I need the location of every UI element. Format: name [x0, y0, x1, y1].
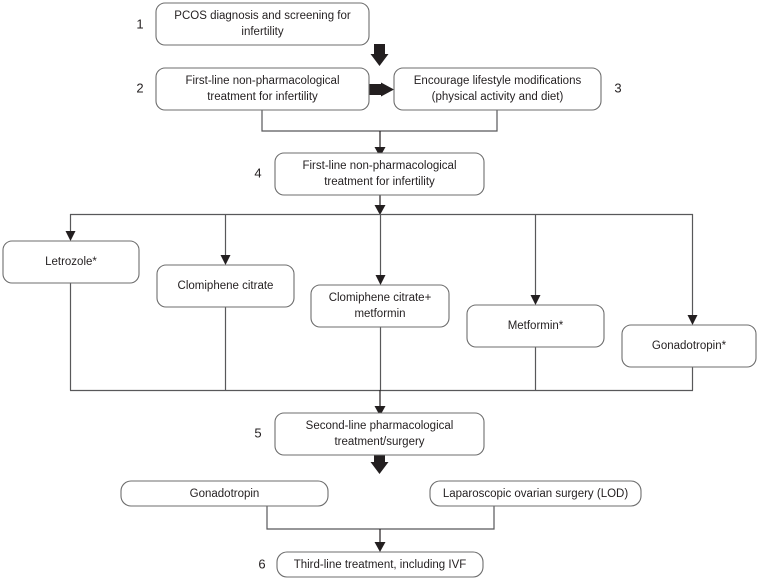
node-pcos-screening-line1: PCOS diagnosis and screening for	[174, 10, 351, 22]
node-lod-box	[429, 480, 642, 507]
node-metformin-box	[466, 304, 605, 348]
connector-step2-step3-to-step4	[261, 110, 498, 157]
node-second-line-treatment[interactable]: Second-line pharmacological treatment/su…	[274, 412, 485, 456]
node-third-line-treatment-box	[276, 551, 484, 578]
step-number-2: 2	[136, 80, 143, 95]
node-gonadotropin-star-label: Gonadotropin*	[652, 340, 727, 352]
node-letrozole-box	[2, 240, 140, 284]
connector-bar-to-gonadotropin-star	[687, 214, 698, 325]
connector-bar-to-metformin	[530, 214, 541, 305]
step-number-4: 4	[254, 165, 261, 180]
node-lod-label: Laparoscopic ovarian surgery (LOD)	[443, 488, 629, 500]
connector-secondline-options-to-step6	[266, 506, 495, 552]
connector-bar-to-clomiphene-metformin	[375, 214, 386, 285]
node-first-line-nonpharm-a-line1: First-line non-pharmacological	[185, 75, 339, 87]
connector-step1-to-step2	[370, 44, 389, 66]
node-laparoscopic-ovarian-surgery[interactable]: Laparoscopic ovarian surgery (LOD)	[429, 480, 642, 507]
node-lifestyle-modifications-box	[393, 67, 602, 111]
connector-step2-to-step3	[367, 82, 394, 97]
step-number-1: 1	[136, 16, 143, 31]
node-metformin[interactable]: Metformin*	[466, 304, 605, 348]
node-pcos-screening-box	[155, 2, 370, 46]
node-lifestyle-line1: Encourage lifestyle modifications	[414, 75, 582, 87]
step-number-5: 5	[254, 425, 261, 440]
connector-options-to-collector-bar	[69, 283, 694, 392]
node-lifestyle-modifications[interactable]: Encourage lifestyle modifications (physi…	[393, 67, 602, 111]
node-first-line-nonpharm-b-line1: First-line non-pharmacological	[302, 160, 456, 172]
node-clomiphene-metformin-line1: Clomiphene citrate+	[329, 292, 432, 304]
node-letrozole[interactable]: Letrozole*	[2, 240, 140, 284]
node-second-line-treatment-box	[274, 412, 485, 456]
node-gonadotropin-box	[120, 480, 329, 507]
step-number-3: 3	[614, 80, 621, 95]
node-clomiphene-metformin-box	[310, 284, 450, 328]
connector-bar-to-clomiphene	[220, 214, 231, 265]
node-third-line-treatment[interactable]: Third-line treatment, including IVF	[276, 551, 484, 578]
connector-collector-to-step5	[374, 390, 386, 416]
node-clomiphene-citrate-label: Clomiphene citrate	[178, 280, 274, 292]
node-gonadotropin-star-box	[621, 324, 757, 368]
node-gonadotropin-star[interactable]: Gonadotropin*	[621, 324, 757, 368]
node-gonadotropin[interactable]: Gonadotropin	[120, 480, 329, 507]
node-letrozole-label: Letrozole*	[45, 256, 97, 268]
node-pcos-screening-line2: infertility	[241, 26, 283, 38]
node-first-line-nonpharm-a-line2: treatment for infertility	[207, 91, 318, 103]
connector-step4-to-options-bar	[70, 195, 693, 216]
node-first-line-nonpharm-b-line2: treatment for infertility	[324, 176, 435, 188]
node-lifestyle-line2: (physical activity and diet)	[432, 91, 564, 103]
node-second-line-line1: Second-line pharmacological	[306, 420, 454, 432]
node-pcos-screening[interactable]: PCOS diagnosis and screening for inferti…	[155, 2, 370, 46]
node-clomiphene-citrate[interactable]: Clomiphene citrate	[156, 264, 295, 308]
node-second-line-line2: treatment/surgery	[334, 436, 424, 448]
node-gonadotropin-label: Gonadotropin	[190, 488, 260, 500]
node-first-line-nonpharm-a-box	[155, 67, 370, 111]
node-first-line-nonpharm-b[interactable]: First-line non-pharmacological treatment…	[274, 152, 485, 196]
node-clomiphene-metformin[interactable]: Clomiphene citrate+ metformin	[310, 284, 450, 328]
node-metformin-label: Metformin*	[508, 320, 564, 332]
node-first-line-nonpharm-a[interactable]: First-line non-pharmacological treatment…	[155, 67, 370, 111]
step-number-6: 6	[258, 556, 265, 571]
node-first-line-nonpharm-b-box	[274, 152, 485, 196]
node-third-line-label: Third-line treatment, including IVF	[294, 559, 467, 571]
connector-step5-to-options2	[370, 452, 389, 474]
connector-bar-to-letrozole	[65, 214, 76, 241]
node-clomiphene-citrate-box	[156, 264, 295, 308]
node-clomiphene-metformin-line2: metformin	[354, 308, 405, 320]
